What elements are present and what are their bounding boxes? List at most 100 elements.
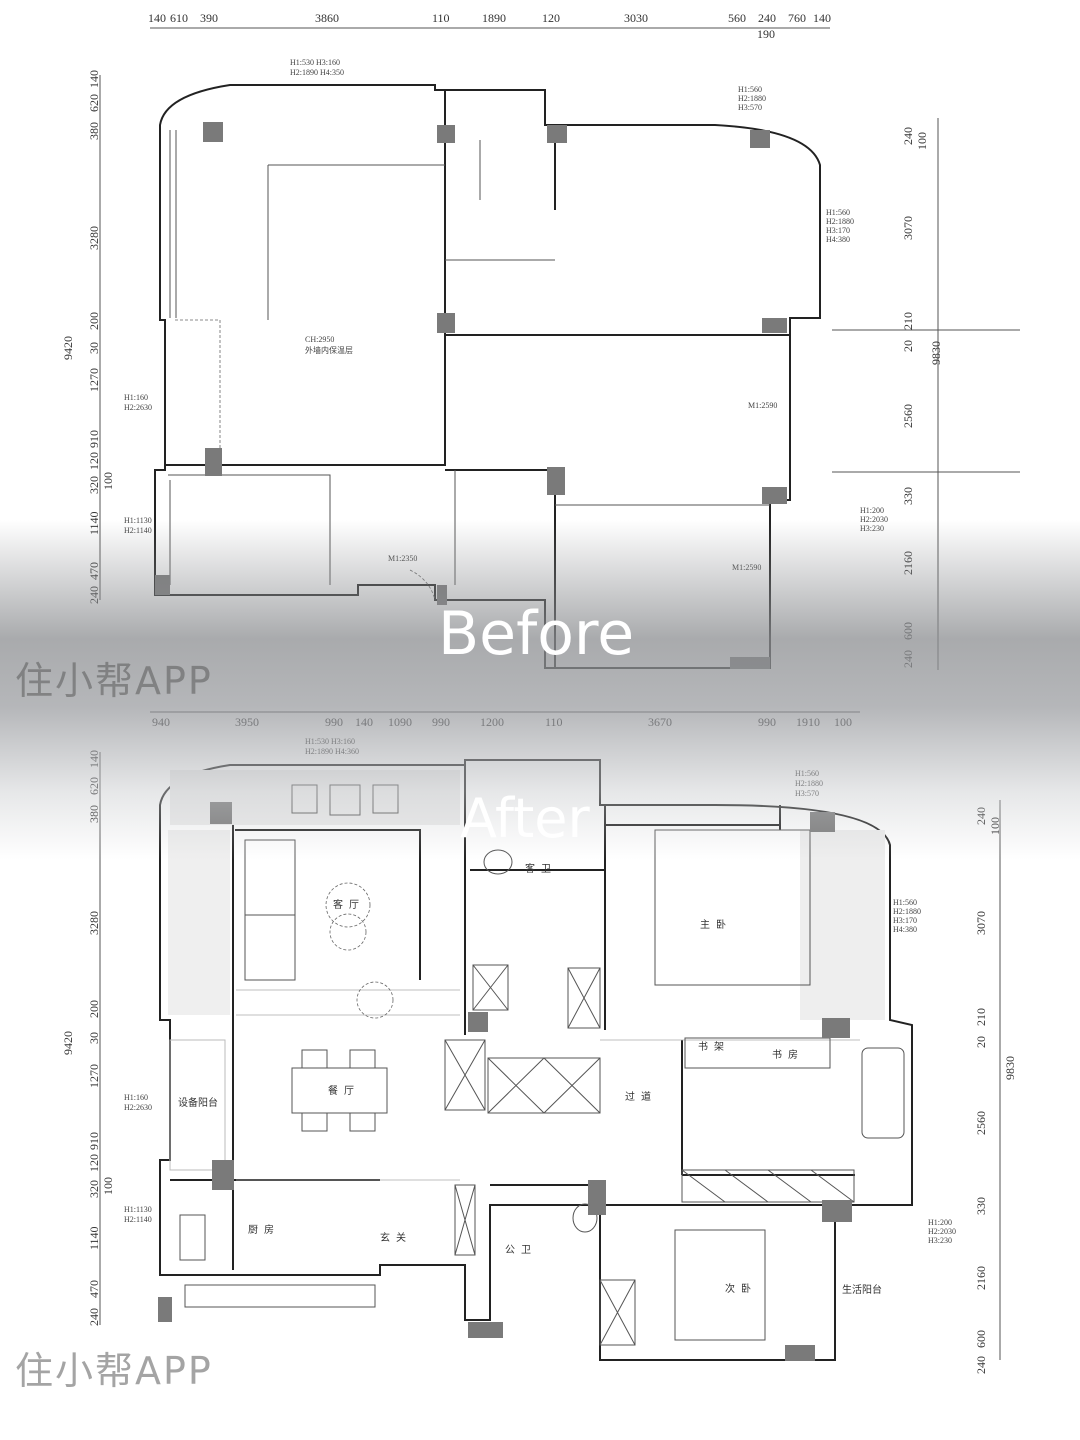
room-kitchen: 厨房 bbox=[248, 1223, 280, 1236]
dim: 120 bbox=[87, 1154, 101, 1172]
dim: 100 bbox=[834, 715, 852, 729]
before-left-dimensions: 140 620 380 3280 200 30 1270 910 320 120… bbox=[61, 70, 115, 604]
dim: 2560 bbox=[974, 1111, 988, 1135]
dim: 940 bbox=[152, 715, 170, 729]
dim: 2160 bbox=[901, 551, 915, 575]
room-equipment-balcony: 设备阳台 bbox=[178, 1096, 218, 1109]
dim: 990 bbox=[758, 715, 776, 729]
dim: 990 bbox=[432, 715, 450, 729]
dim: 2560 bbox=[901, 404, 915, 428]
dining-table bbox=[291, 1067, 388, 1114]
dim: 330 bbox=[974, 1197, 988, 1215]
room-corridor: 过道 bbox=[625, 1090, 657, 1103]
balcony-marble bbox=[168, 830, 230, 1015]
room-entrance: 玄关 bbox=[380, 1231, 412, 1244]
watermark: 住小帮APP bbox=[15, 1349, 213, 1393]
window-note: H2:1880 bbox=[893, 907, 921, 916]
room-guest-bath: 客卫 bbox=[525, 862, 557, 875]
dim: 20 bbox=[901, 340, 915, 352]
after-left-dimensions: 140 620 380 3280 200 30 1270 910 320 120… bbox=[61, 750, 115, 1326]
dim: 620 bbox=[87, 777, 101, 795]
room-dining: 餐厅 bbox=[328, 1084, 360, 1097]
window-note: H2:1880 bbox=[795, 779, 823, 788]
window-note: H3:170 bbox=[893, 916, 917, 925]
dim: 240 bbox=[974, 807, 988, 825]
dim: 1140 bbox=[87, 511, 101, 535]
coffee-table bbox=[329, 913, 367, 951]
dim-total: 9420 bbox=[61, 336, 75, 360]
door-note: M1:2350 bbox=[388, 554, 417, 563]
dim: 1890 bbox=[482, 11, 506, 25]
dim: 1200 bbox=[480, 715, 504, 729]
dim: 30 bbox=[87, 1032, 101, 1044]
window-note: H2:2030 bbox=[928, 1227, 956, 1236]
window-note: H1:560 bbox=[738, 85, 762, 94]
window-note: H2:1890 H4:360 bbox=[305, 747, 359, 756]
room-study: 书房 bbox=[772, 1048, 804, 1061]
watermark: 住小帮APP bbox=[15, 659, 213, 703]
room-living: 客厅 bbox=[333, 898, 365, 911]
window-note: H2:1880 bbox=[738, 94, 766, 103]
after-right-dimensions: 240 100 3070 210 20 2560 330 2160 600 24… bbox=[974, 800, 1017, 1374]
dim: 210 bbox=[974, 1008, 988, 1026]
after-room-labels: 客厅 餐厅 设备阳台 厨房 玄关 客卫 公卫 主卧 书架 书房 过道 次卧 生活… bbox=[178, 862, 882, 1296]
window-note: H2:1890 H4:350 bbox=[290, 68, 344, 77]
window-note: H3:170 bbox=[826, 226, 850, 235]
window-note: H1:1130 bbox=[124, 516, 152, 525]
dim: 620 bbox=[87, 94, 101, 112]
master-bed bbox=[654, 829, 811, 986]
desk bbox=[684, 1037, 831, 1069]
window-note: H2:1140 bbox=[124, 526, 152, 535]
dim: 990 bbox=[325, 715, 343, 729]
ceiling-note: 外墙内保温层 bbox=[305, 345, 353, 355]
dim: 200 bbox=[87, 1000, 101, 1018]
dim-total: 9830 bbox=[1003, 1056, 1017, 1080]
dim: 240 bbox=[87, 586, 101, 604]
dim: 140 bbox=[148, 11, 166, 25]
window-note: H1:560 bbox=[795, 769, 819, 778]
room-second-bedroom: 次卧 bbox=[725, 1282, 757, 1295]
dim: 3860 bbox=[315, 11, 339, 25]
dim-total: 9420 bbox=[61, 1031, 75, 1055]
window-note: H1:560 bbox=[826, 208, 850, 217]
dim: 140 bbox=[813, 11, 831, 25]
window-note: H3:570 bbox=[795, 789, 819, 798]
dim: 1090 bbox=[388, 715, 412, 729]
window-note: H1:560 bbox=[893, 898, 917, 907]
dim: 3670 bbox=[648, 715, 672, 729]
equipment-balcony-tiles bbox=[169, 1039, 226, 1171]
dim: 3070 bbox=[974, 911, 988, 935]
dim: 140 bbox=[355, 715, 373, 729]
dim: 3280 bbox=[87, 226, 101, 250]
dim: 470 bbox=[87, 1280, 101, 1298]
dim: 610 bbox=[170, 11, 188, 25]
door-note: M1:2590 bbox=[748, 401, 777, 410]
dim: 380 bbox=[87, 805, 101, 823]
lounge-chair bbox=[861, 1047, 905, 1139]
ceiling-note: CH:2950 bbox=[305, 335, 334, 344]
window-note: H3:570 bbox=[738, 103, 762, 112]
window-note: H1:200 bbox=[928, 1218, 952, 1227]
second-bed bbox=[674, 1229, 766, 1341]
sofa bbox=[244, 839, 296, 981]
dim: 120 bbox=[87, 452, 101, 470]
after-label: After bbox=[460, 787, 590, 850]
room-master-bedroom: 主卧 bbox=[700, 918, 732, 931]
dim: 3950 bbox=[235, 715, 259, 729]
dim: 240 bbox=[974, 1356, 988, 1374]
dim: 320 bbox=[87, 476, 101, 494]
dim: 210 bbox=[901, 312, 915, 330]
dim: 470 bbox=[87, 562, 101, 580]
dim: 3070 bbox=[901, 216, 915, 240]
balcony-marble bbox=[800, 830, 885, 1020]
dim: 140 bbox=[87, 70, 101, 88]
room-service-balcony: 生活阳台 bbox=[842, 1283, 882, 1296]
dim: 330 bbox=[901, 487, 915, 505]
window-note: H1:530 H3:160 bbox=[305, 737, 355, 746]
dim: 140 bbox=[87, 750, 101, 768]
dim: 320 bbox=[87, 1180, 101, 1198]
dim: 100 bbox=[915, 132, 929, 150]
before-plan: 140 610 390 3860 110 1890 120 3030 560 2… bbox=[61, 11, 1020, 670]
dim: 600 bbox=[974, 1330, 988, 1348]
dim: 100 bbox=[101, 472, 115, 490]
